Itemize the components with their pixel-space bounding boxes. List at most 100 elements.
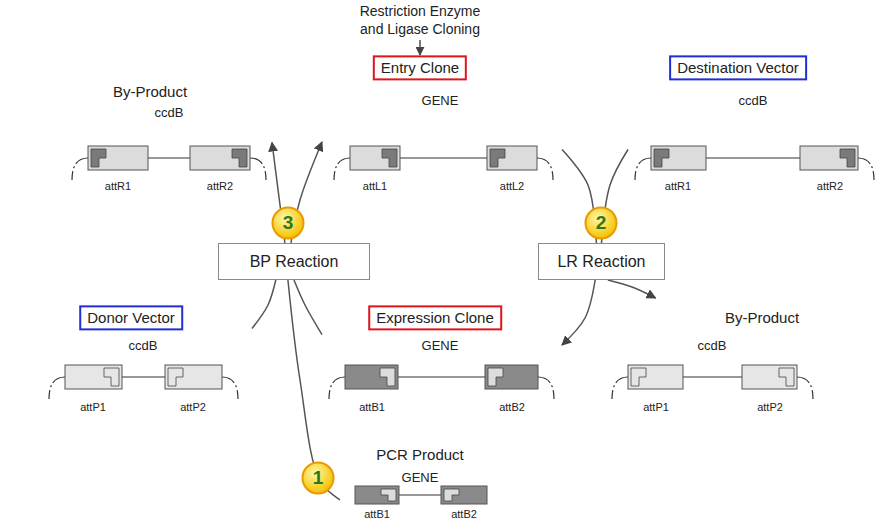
reaction-label: LR Reaction	[557, 253, 645, 271]
reaction-box: LR Reaction	[538, 243, 665, 280]
att-site-label: attB1	[359, 401, 385, 414]
att-site-mark	[91, 149, 106, 167]
backbone-arc	[49, 377, 65, 399]
gene-label: GENE	[422, 339, 459, 354]
gene-label: ccdB	[698, 339, 727, 354]
att-site-mark	[779, 368, 794, 386]
backbone-arc	[250, 158, 266, 180]
att-site-box	[165, 365, 222, 389]
clone-heading: Donor Vector	[79, 305, 183, 330]
plasmid-group: Donor Vector ccdB attP1 attP2	[38, 298, 252, 420]
att-site-mark	[168, 368, 183, 386]
att-site-box	[651, 146, 706, 170]
att-site-box	[628, 365, 683, 389]
plasmid-group: Expression CloneGENE attB1 attB2	[322, 298, 562, 420]
reaction-label: BP Reaction	[250, 253, 339, 271]
att-site-mark	[380, 368, 395, 386]
att-site-label: attB2	[451, 508, 477, 521]
backbone-arc	[329, 377, 345, 399]
gene-label: GENE	[422, 94, 459, 109]
att-site-label: attL2	[500, 180, 524, 193]
backbone-arc	[612, 377, 628, 399]
att-site-box	[487, 146, 537, 170]
insert-line	[399, 494, 441, 495]
att-site-label: attP1	[643, 401, 669, 414]
plasmid-group: Destination Vector ccdB attR1 attR2	[628, 52, 878, 202]
insert-line	[400, 157, 487, 158]
reaction-connector	[608, 280, 656, 298]
att-site-mark	[490, 149, 505, 167]
reaction-connector	[252, 280, 276, 329]
gene-label: ccdB	[129, 339, 158, 354]
insert-line	[706, 157, 800, 158]
att-site-mark	[488, 368, 503, 386]
att-site-label: attR2	[817, 180, 843, 193]
backbone-arc	[797, 377, 813, 399]
insert-line	[122, 376, 165, 377]
att-site-mark	[631, 368, 646, 386]
process-note: Restriction Enzyme and Ligase Cloning	[350, 2, 490, 38]
att-site-box	[345, 365, 398, 389]
att-site-mark	[444, 489, 459, 501]
att-site-label: attP1	[80, 401, 106, 414]
callout-number: 3	[271, 206, 305, 240]
step-number-circle: 1	[301, 461, 335, 495]
clone-heading: Destination Vector	[669, 55, 807, 80]
att-site-box	[350, 146, 400, 170]
reaction-connector	[288, 280, 340, 500]
clone-heading: By-Product	[717, 305, 807, 330]
att-site-box	[355, 486, 399, 504]
clone-heading: Expression Clone	[368, 305, 502, 330]
gene-label: ccdB	[155, 106, 184, 121]
att-site-box	[485, 365, 538, 389]
step-number-circle: 3	[271, 206, 305, 240]
backbone-arc	[538, 377, 554, 399]
backbone-arc	[537, 158, 553, 180]
att-site-label: attR1	[665, 180, 691, 193]
att-site-label: attP2	[180, 401, 206, 414]
att-site-mark	[654, 149, 669, 167]
att-site-mark	[840, 149, 855, 167]
cloning-arrow	[419, 40, 420, 55]
reaction-connector	[294, 280, 322, 335]
att-site-label: attB1	[364, 508, 390, 521]
plasmid-group: PCR ProductGENE attB1 attB2	[340, 440, 500, 522]
att-site-label: attP2	[757, 401, 783, 414]
callout-number: 2	[584, 206, 618, 240]
att-site-box	[800, 146, 858, 170]
backbone-arc	[858, 158, 874, 180]
backbone-arc	[334, 158, 350, 180]
reaction-box: BP Reaction	[218, 243, 370, 280]
att-site-label: attR2	[207, 180, 233, 193]
att-site-mark	[381, 489, 396, 501]
plasmid-group: By-Product ccdB attR1 attR2	[58, 80, 272, 205]
insert-line	[398, 376, 485, 377]
att-site-box	[742, 365, 797, 389]
clone-heading: PCR Product	[368, 442, 472, 467]
insert-line	[148, 157, 190, 158]
att-site-mark	[104, 368, 119, 386]
reaction-connector	[562, 280, 595, 345]
att-site-box	[441, 486, 487, 504]
att-site-box	[190, 146, 250, 170]
clone-heading: By-Product	[105, 79, 195, 104]
att-site-mark	[382, 149, 397, 167]
backbone-arc	[72, 158, 88, 180]
plasmid-group: Entry CloneGENE attL1 attL2	[322, 52, 562, 202]
att-site-box	[65, 365, 122, 389]
gene-label: GENE	[402, 471, 439, 486]
att-site-mark	[232, 149, 247, 167]
backbone-arc	[635, 158, 651, 180]
step-number-circle: 2	[584, 206, 618, 240]
gene-label: ccdB	[739, 94, 768, 109]
clone-heading: Entry Clone	[373, 55, 467, 80]
att-site-label: attB2	[499, 401, 525, 414]
att-site-label: attR1	[105, 180, 131, 193]
backbone-arc	[222, 377, 238, 399]
insert-line	[683, 376, 742, 377]
att-site-box	[88, 146, 148, 170]
plasmid-group: By-Product ccdB attP1 attP2	[600, 298, 878, 420]
att-site-label: attL1	[363, 180, 387, 193]
callout-number: 1	[301, 461, 335, 495]
